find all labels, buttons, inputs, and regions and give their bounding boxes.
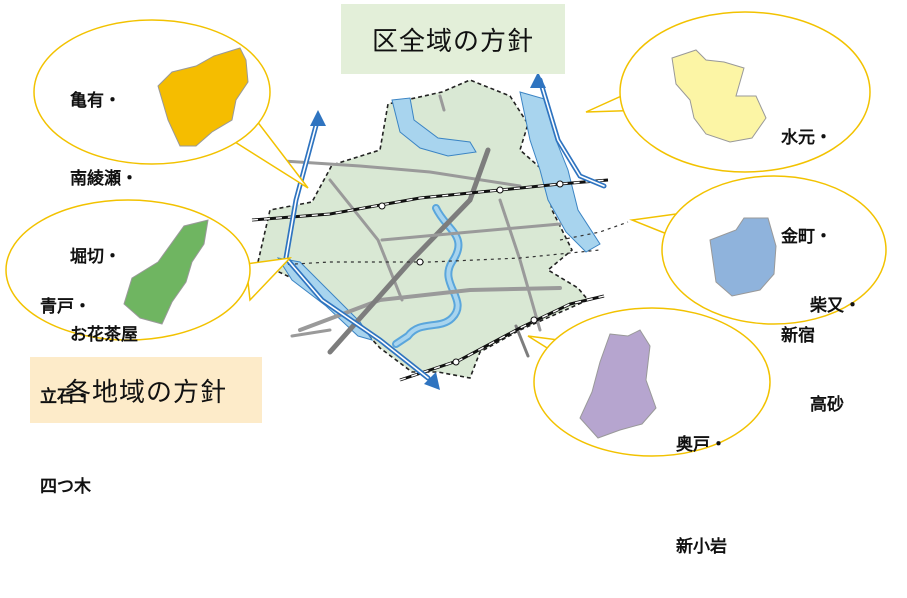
region-shape-aoto	[123, 219, 209, 325]
station	[496, 186, 504, 194]
region-shape-mizumoto	[671, 49, 767, 143]
region-shape-okudo	[579, 329, 657, 439]
station	[416, 258, 424, 266]
bubble-tail	[245, 256, 293, 302]
region-line: 亀有・	[70, 91, 121, 111]
highways	[283, 72, 607, 390]
region-shape-kameari	[157, 47, 249, 147]
bubble-body	[533, 307, 771, 457]
stations	[378, 180, 564, 366]
highway-left-inner	[285, 117, 429, 379]
station	[378, 202, 386, 210]
highway-arrow-bottom-left	[424, 372, 440, 390]
road-4	[327, 147, 491, 355]
region-shape-shibamata	[709, 217, 777, 297]
rail-lower	[399, 294, 605, 382]
region-label-shibamata: 柴又・ 高砂	[810, 224, 861, 455]
region-label-kameari: 亀有・ 南綾瀬・ 堀切・ お花茶屋	[70, 36, 138, 374]
highway-right-inner	[539, 79, 605, 187]
region-line: 堀切・	[70, 247, 121, 267]
rail-main-dash	[251, 179, 609, 221]
road-6	[438, 94, 446, 112]
bubble-okudo	[527, 307, 771, 457]
region-line: 青戸・	[40, 297, 91, 317]
bubble-body	[619, 11, 871, 173]
region-line: 水元・	[781, 128, 832, 148]
bubble-aoto	[5, 199, 293, 341]
region-line: 柴又・	[810, 296, 861, 316]
area-policy-text: 各地域の方針	[64, 377, 227, 408]
ward-policy-label: 区全域の方針	[341, 4, 565, 74]
roads	[266, 94, 562, 358]
station	[452, 358, 460, 366]
region-line: 立石・	[40, 387, 91, 407]
highway-arrow-top-right	[530, 72, 546, 88]
station	[556, 180, 564, 188]
region-line: 新宿	[781, 326, 815, 346]
rail-mid	[259, 249, 601, 267]
region-line: 南綾瀬・	[70, 169, 138, 189]
road-8	[290, 328, 332, 338]
region-line: お花茶屋	[70, 325, 138, 345]
region-label-aoto: 青戸・ 立石・ 四つ木	[40, 232, 91, 532]
highway-arrow-top-left	[310, 110, 326, 126]
ward-policy-text: 区全域の方針	[371, 26, 534, 57]
bubble-mizumoto	[585, 11, 871, 173]
region-label-okudo: 奥戸・ 新小岩	[676, 360, 727, 598]
road-9	[514, 324, 530, 358]
river-top	[391, 97, 477, 157]
road-7	[380, 222, 562, 242]
region-line: 四つ木	[40, 477, 91, 497]
bubble-shibamata	[629, 175, 887, 325]
station	[530, 316, 538, 324]
ward-map-illustration	[5, 11, 887, 457]
region-line: 奥戸・	[676, 435, 727, 455]
region-label-mizumoto: 水元・ 金町・ 新宿	[781, 56, 832, 386]
bubble-kameari	[33, 19, 309, 189]
area-policy-label: 各地域の方針	[30, 357, 262, 423]
region-line: 新小岩	[676, 537, 727, 557]
region-line: 金町・	[781, 227, 832, 247]
region-line: 高砂	[810, 395, 844, 415]
road-5	[498, 198, 542, 332]
railways	[251, 178, 629, 382]
